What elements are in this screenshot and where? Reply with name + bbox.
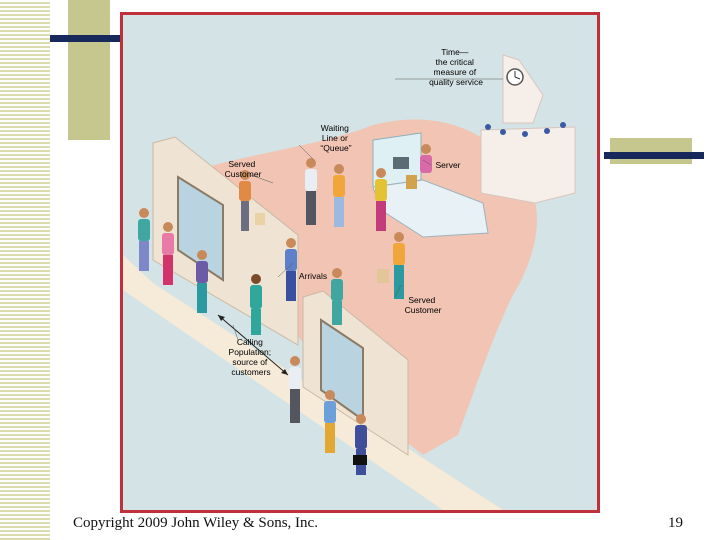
footer-page-number: 19 bbox=[668, 515, 683, 531]
person-calling-population-6 bbox=[324, 390, 336, 453]
person-calling-population-5 bbox=[289, 356, 301, 423]
person-calling-population-3 bbox=[196, 250, 208, 313]
label-served-customer-top: Served Customer bbox=[225, 159, 262, 179]
person-queue-2 bbox=[333, 164, 345, 227]
person-queue-1 bbox=[305, 158, 317, 225]
person-served-customer-bottom bbox=[377, 232, 405, 299]
olive-block-left bbox=[68, 0, 110, 140]
label-calling-population: Calling Population; source of customers bbox=[229, 337, 274, 377]
label-time: Time— the critical measure of quality se… bbox=[429, 47, 483, 87]
person-queue-3 bbox=[375, 168, 417, 231]
person-calling-population-1 bbox=[138, 208, 150, 271]
queue-illustration: Time— the critical measure of quality se… bbox=[123, 47, 576, 510]
footer-copyright: Copyright 2009 John Wiley & Sons, Inc. bbox=[73, 515, 318, 531]
person-calling-population-7 bbox=[353, 414, 367, 475]
olive-block-right bbox=[610, 138, 692, 164]
window-upper bbox=[177, 175, 224, 282]
person-calling-population-4 bbox=[250, 274, 262, 335]
label-served-customer-bottom: Served Customer bbox=[405, 295, 442, 315]
queue-illustration-frame: Time— the critical measure of quality se… bbox=[120, 12, 600, 513]
person-server bbox=[420, 144, 432, 173]
navy-bar-left bbox=[50, 35, 122, 42]
label-server: Server bbox=[435, 160, 460, 170]
flow-arrow bbox=[217, 314, 289, 376]
person-arrival-1 bbox=[285, 238, 297, 301]
navy-bar-right bbox=[604, 152, 704, 159]
striped-margin-decoration bbox=[0, 0, 50, 540]
label-arrivals: Arrivals bbox=[299, 271, 327, 281]
person-served-customer-top bbox=[239, 170, 265, 231]
cash-register bbox=[393, 157, 409, 169]
clock-tower-top bbox=[502, 54, 544, 124]
label-waiting-line: Waiting Line or “Queue” bbox=[320, 123, 351, 153]
person-arrival-2 bbox=[331, 268, 343, 325]
clock-tower-base bbox=[480, 126, 576, 204]
person-calling-population-2 bbox=[162, 222, 174, 285]
